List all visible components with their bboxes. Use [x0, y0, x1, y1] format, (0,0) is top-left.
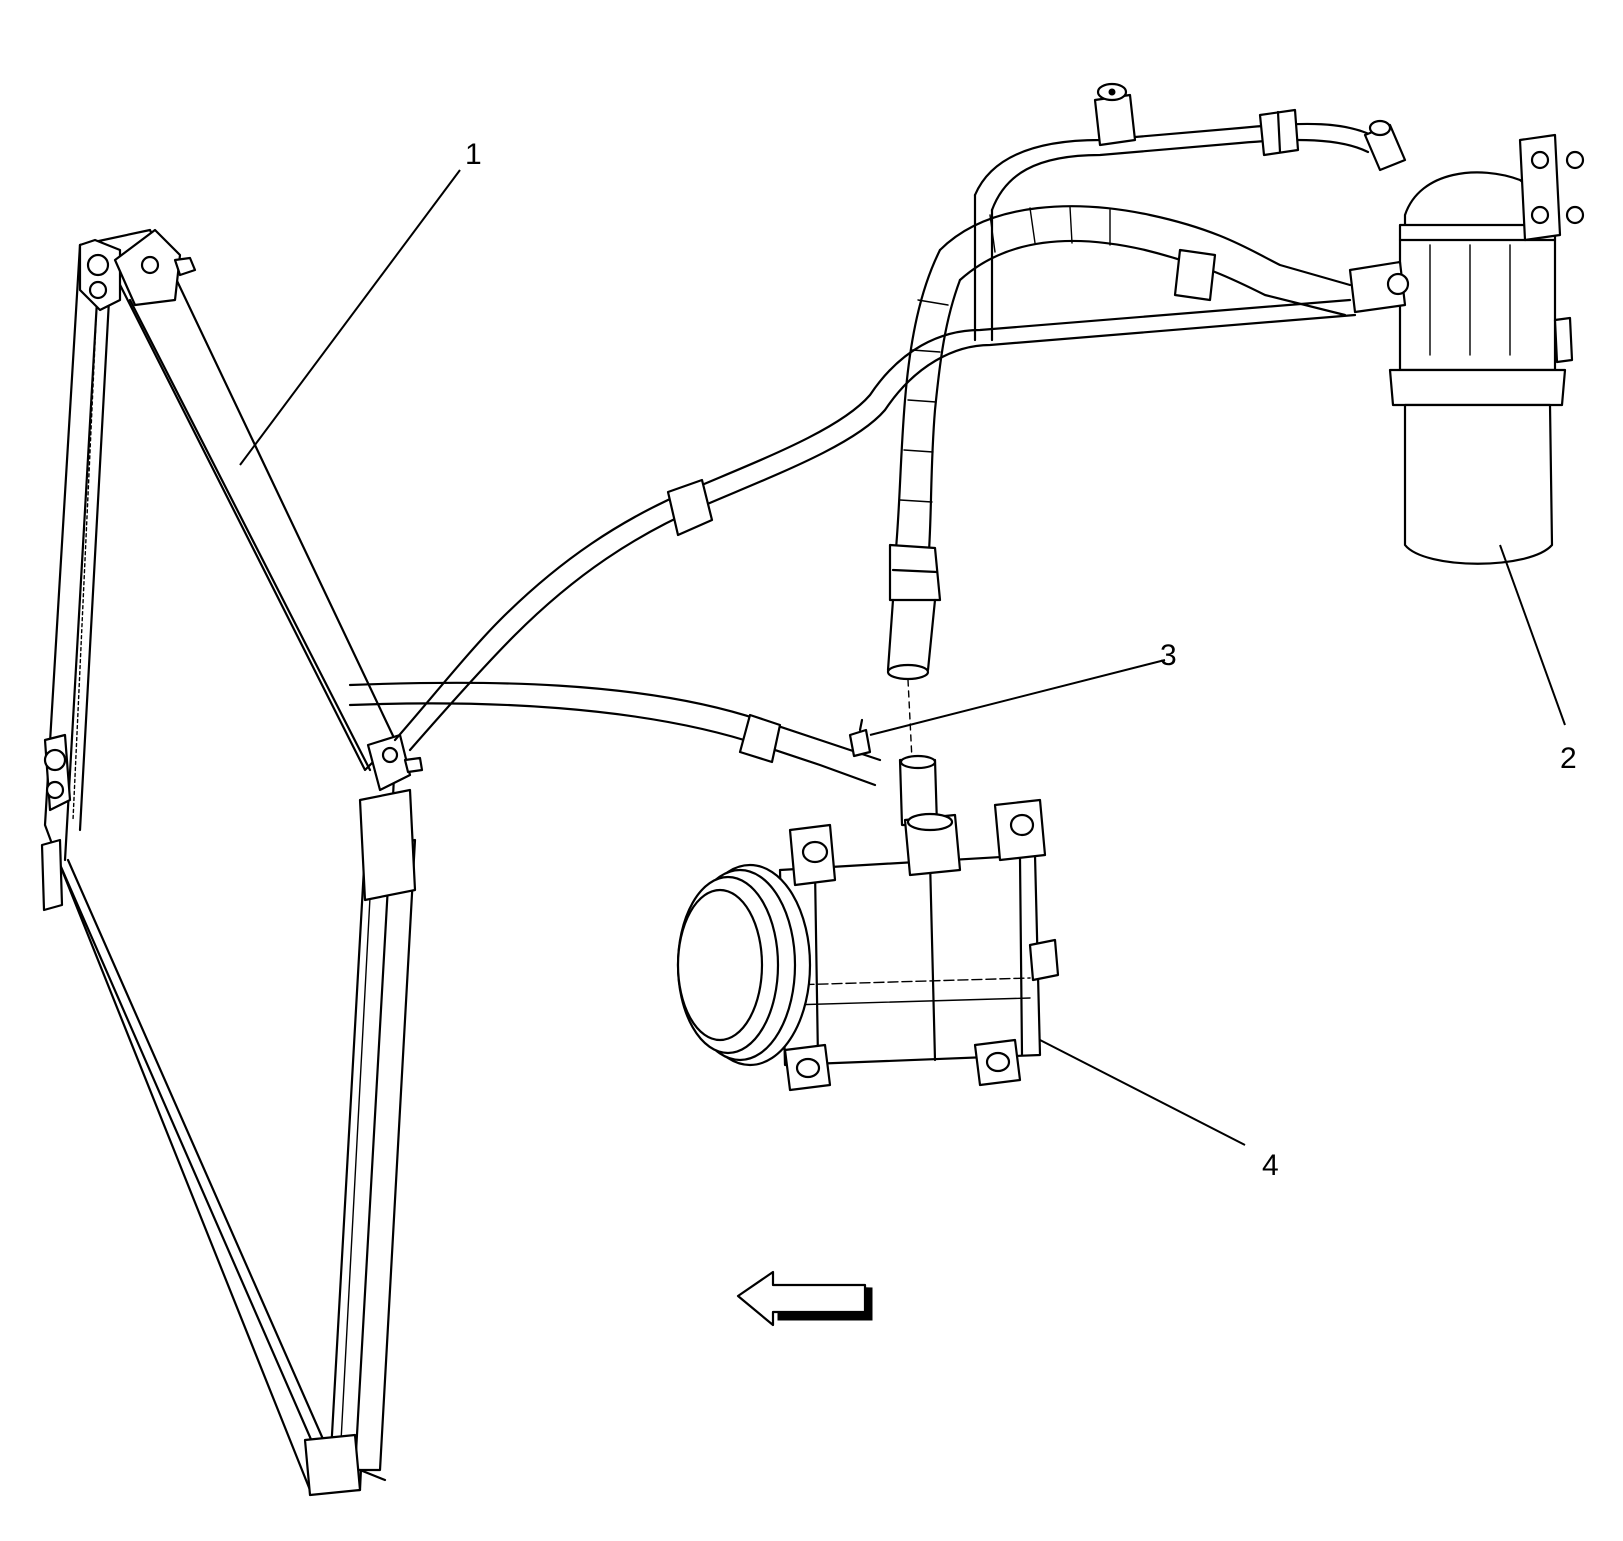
callout-3-leader — [869, 659, 1166, 736]
refrigerant-lines — [348, 82, 1407, 827]
callout-2: 2 — [1560, 742, 1577, 775]
callout-4: 4 — [1262, 1149, 1279, 1182]
condenser — [40, 228, 424, 1497]
callout-numbers: 1 2 3 4 — [465, 138, 1577, 1182]
callout-leaders — [239, 169, 1566, 1146]
callout-1-leader — [239, 169, 461, 466]
accumulator — [1348, 133, 1585, 565]
front-direction-arrow-icon — [736, 1270, 873, 1327]
callout-2-leader — [1499, 544, 1566, 726]
compressor — [676, 798, 1060, 1092]
callout-1: 1 — [465, 138, 482, 171]
callout-4-leader — [1039, 1039, 1246, 1146]
pressure-switch — [848, 718, 872, 758]
callout-3: 3 — [1160, 639, 1177, 672]
